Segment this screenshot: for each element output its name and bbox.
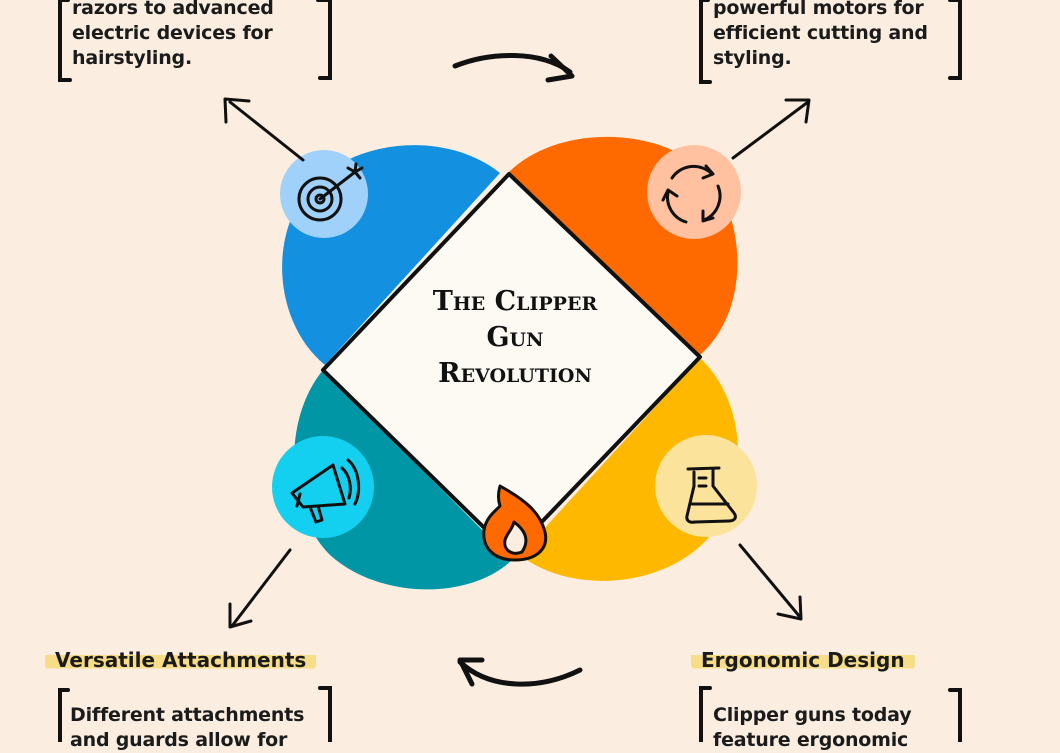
curved-arrow-bottom bbox=[457, 657, 583, 687]
bracket-top-left bbox=[58, 0, 332, 82]
arrow-top-right bbox=[731, 98, 811, 160]
title-line-1: The Clipper bbox=[432, 286, 598, 317]
bracket-bottom-left bbox=[58, 686, 332, 742]
bottom-left-description: Different attachments and guards allow f… bbox=[70, 704, 305, 751]
petal-teal bbox=[294, 370, 512, 590]
arrow-bottom-left bbox=[228, 548, 292, 629]
title-line-3: Revolution bbox=[438, 358, 592, 389]
diagram-title: The Clipper Gun Revolution bbox=[390, 284, 640, 392]
bracket-bottom-right bbox=[699, 686, 962, 742]
recycle-icon bbox=[661, 164, 722, 224]
arrow-top-left bbox=[223, 97, 305, 162]
flame-icon bbox=[482, 484, 548, 562]
ergonomic-design-heading: Ergonomic Design bbox=[691, 648, 915, 672]
top-left-description: razors to advanced electric devices for … bbox=[72, 0, 274, 69]
target-icon-bg bbox=[280, 150, 368, 238]
arrow-bottom-right bbox=[738, 543, 803, 621]
bracket-top-right bbox=[699, 0, 962, 84]
bottom-right-description: Clipper guns today feature ergonomic bbox=[713, 704, 912, 751]
recycle-icon-bg bbox=[647, 145, 741, 239]
top-right-description: powerful motors for efficient cutting an… bbox=[713, 0, 928, 69]
target-icon bbox=[297, 162, 364, 222]
versatile-attachments-heading: Versatile Attachments bbox=[45, 648, 317, 672]
curved-arrow-top bbox=[452, 53, 575, 83]
title-line-2: Gun bbox=[486, 322, 544, 353]
flask-icon bbox=[685, 466, 737, 524]
megaphone-icon bbox=[290, 458, 361, 524]
